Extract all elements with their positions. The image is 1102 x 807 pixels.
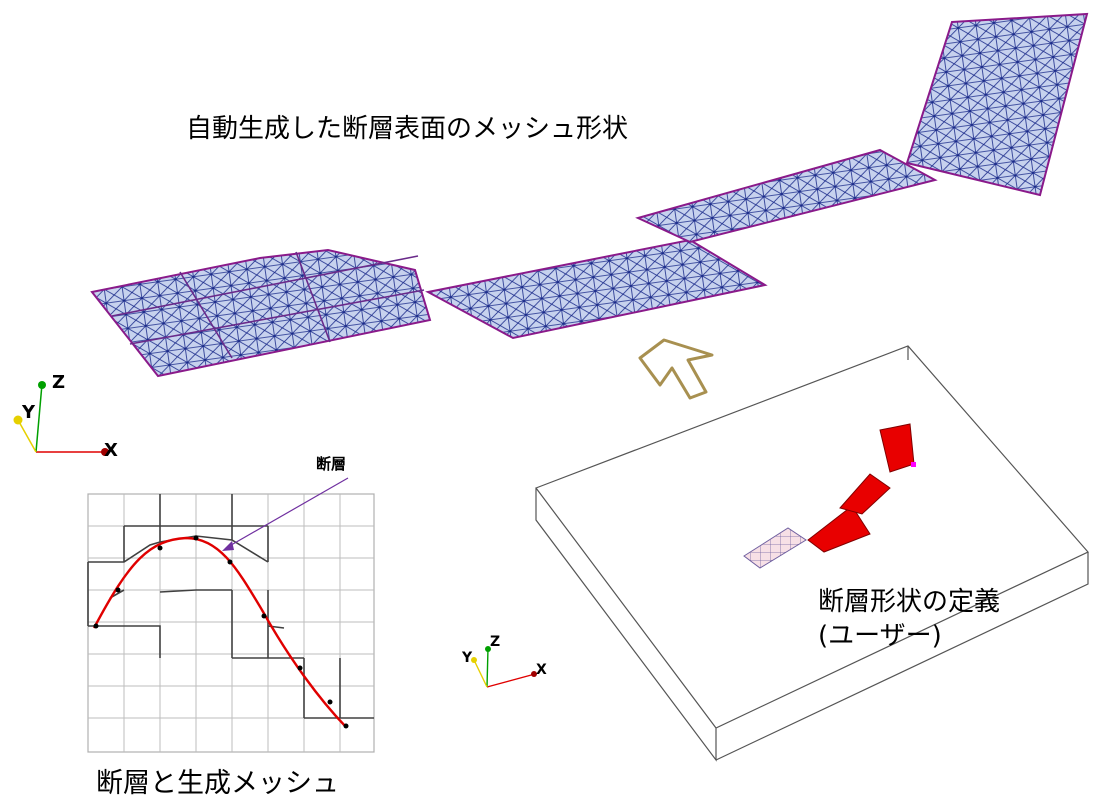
fault-curve-nodes xyxy=(93,535,349,729)
axis-z-label-left: Z xyxy=(52,372,66,393)
mesh-panel-3 xyxy=(635,148,938,244)
fault-surface-mesh xyxy=(90,12,1089,378)
axis-triad-middle xyxy=(471,646,537,688)
fault-grid xyxy=(87,477,375,753)
grid-caption: 断層と生成メッシュ xyxy=(96,768,339,799)
fault-patch-1 xyxy=(807,505,871,553)
axis-y-label-middle: Y xyxy=(462,650,473,666)
fault-patch-3 xyxy=(879,423,915,473)
axis-z-label-middle: Z xyxy=(490,634,501,650)
up-arrow xyxy=(638,338,714,400)
fault-definition-label: 断層形状の定義 (ユーザー) xyxy=(818,585,1048,653)
axis-x-label-middle: X xyxy=(536,662,547,678)
mesh-panel-2 xyxy=(425,238,768,340)
mesh-panel-1 xyxy=(90,248,432,378)
mesh-seam xyxy=(111,251,425,359)
mesh-panel-4 xyxy=(905,12,1089,197)
figure-title: 自動生成した断層表面のメッシュ形状 xyxy=(186,114,629,144)
fault-definition-box xyxy=(535,345,1089,762)
fault-patch-grid xyxy=(743,527,807,569)
fault-definition-line2: (ユーザー) xyxy=(818,621,942,651)
fault-patch-2 xyxy=(839,473,891,515)
axis-x-label-left: X xyxy=(104,440,118,461)
fault-tag-label: 断層 xyxy=(316,455,347,473)
axis-triad-left xyxy=(13,381,109,456)
fault-definition-line1: 断層形状の定義 xyxy=(818,587,1001,617)
axis-y-label-left: Y xyxy=(22,402,36,423)
fault-pointer xyxy=(225,477,349,549)
deformed-mesh-lines xyxy=(87,494,374,719)
